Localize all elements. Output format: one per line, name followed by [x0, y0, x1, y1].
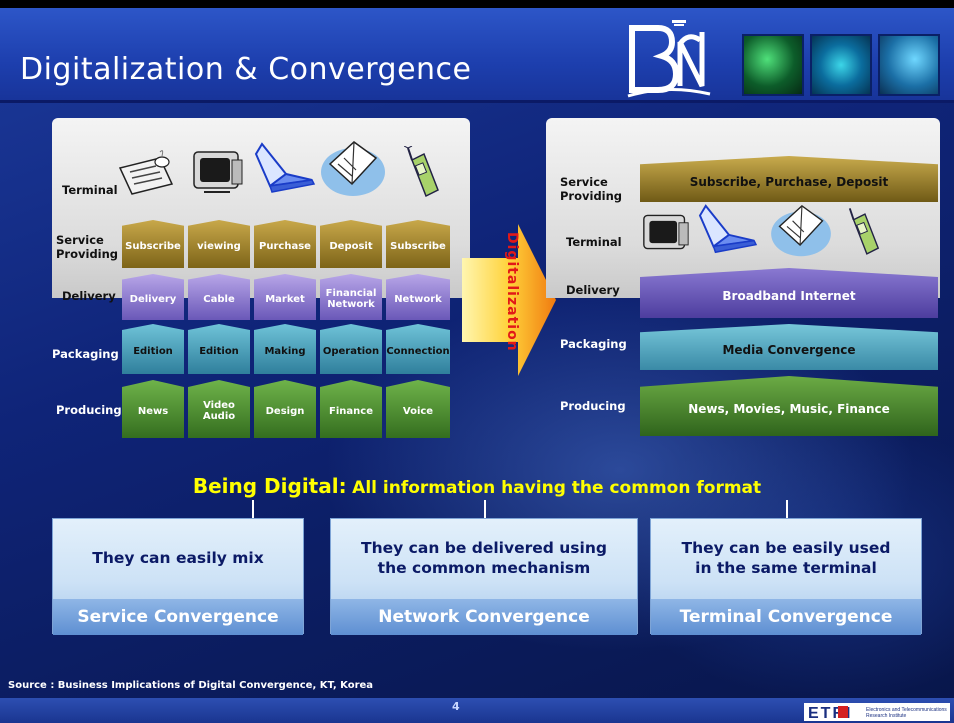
- source-note: Source : Business Implications of Digita…: [8, 680, 374, 691]
- service-deposit: Deposit: [320, 220, 382, 268]
- producing-news: News: [122, 380, 184, 438]
- phone-icon: [404, 146, 439, 198]
- page-title: Digitalization & Convergence: [20, 52, 472, 87]
- page-number: 4: [452, 700, 460, 713]
- row-label-terminal: Terminal: [566, 235, 622, 249]
- book-icon: [321, 141, 385, 196]
- digitalization-arrow-icon: [462, 224, 556, 376]
- photo-keyboard-icon: [742, 34, 804, 96]
- bcn-logo: [627, 20, 711, 98]
- row-label-packaging: Packaging: [52, 347, 119, 361]
- right-service-providing: Subscribe, Purchase, Deposit: [640, 156, 938, 202]
- packaging-edition-2: Edition: [188, 324, 250, 374]
- delivery-market: Market: [254, 274, 316, 320]
- row-label-producing: Producing: [560, 399, 626, 413]
- service-convergence-box: They can easily mix Service Convergence: [52, 518, 304, 635]
- connector-line: [252, 500, 254, 518]
- laptop-icon: [698, 204, 758, 254]
- producing-finance: Finance: [320, 380, 382, 438]
- service-subscribe: Subscribe: [122, 220, 184, 268]
- row-label-service-2: Providing: [56, 247, 119, 261]
- book-icon: [771, 204, 831, 257]
- packaging-operation: Operation: [320, 324, 382, 374]
- service-subscribe-2: Subscribe: [386, 220, 450, 268]
- photo-circuit-icon: [810, 34, 872, 96]
- row-label-delivery: Delivery: [566, 283, 620, 297]
- right-producing: News, Movies, Music, Finance: [640, 376, 938, 436]
- box-main-text: They can easily mix: [92, 549, 264, 567]
- newspaper-icon: [118, 150, 174, 195]
- packaging-edition: Edition: [122, 324, 184, 374]
- service-purchase: Purchase: [254, 220, 316, 268]
- producing-voice: Voice: [386, 380, 450, 438]
- headline: Being Digital: All information having th…: [0, 474, 954, 498]
- delivery-network: Network: [386, 274, 450, 320]
- right-delivery: Broadband Internet: [640, 268, 938, 318]
- top-strip: [0, 0, 954, 8]
- headline-bold: Being Digital:: [192, 474, 347, 498]
- connector-line: [484, 500, 486, 518]
- row-label-service-2: Providing: [560, 189, 623, 203]
- photo-phone-icon: [878, 34, 940, 96]
- service-viewing: viewing: [188, 220, 250, 268]
- producing-design: Design: [254, 380, 316, 438]
- producing-video-audio: Video Audio: [188, 380, 250, 438]
- right-panel-frame: [546, 118, 940, 298]
- headline-rest: All information having the common format: [352, 478, 762, 498]
- box-sub-label: Network Convergence: [331, 599, 637, 635]
- delivery-delivery: Delivery: [122, 274, 184, 320]
- delivery-financial-network: Financial Network: [320, 274, 382, 320]
- box-sub-label: Service Convergence: [53, 599, 303, 635]
- row-label-service-1: Service: [56, 233, 104, 247]
- delivery-cable: Cable: [188, 274, 250, 320]
- right-diagram: Service Providing Terminal Delivery Pack…: [546, 118, 940, 440]
- etri-logo: ETRI Electronics and Telecommunications …: [804, 703, 950, 721]
- svg-text:Electronics and Telecommunicat: Electronics and Telecommunications: [866, 707, 947, 713]
- row-label-producing: Producing: [56, 403, 122, 417]
- digitalization-label: Digitalization: [504, 232, 520, 352]
- connector-line: [786, 500, 788, 518]
- footer-bar: [0, 698, 954, 723]
- box-sub-label: Terminal Convergence: [651, 599, 921, 635]
- left-diagram: Terminal Service Providing Delivery Pack…: [52, 118, 470, 440]
- tv-icon: [193, 151, 243, 193]
- svg-text:Research Institute: Research Institute: [866, 713, 907, 719]
- right-packaging: Media Convergence: [640, 324, 938, 370]
- tv-icon: [643, 214, 689, 250]
- packaging-making: Making: [254, 324, 316, 374]
- packaging-connection: Connection: [386, 324, 450, 374]
- row-label-packaging: Packaging: [560, 337, 627, 351]
- phone-icon: [848, 208, 880, 255]
- row-label-terminal: Terminal: [62, 183, 118, 197]
- laptop-icon: [254, 142, 316, 193]
- row-label-service-1: Service: [560, 175, 608, 189]
- row-label-delivery: Delivery: [62, 289, 116, 303]
